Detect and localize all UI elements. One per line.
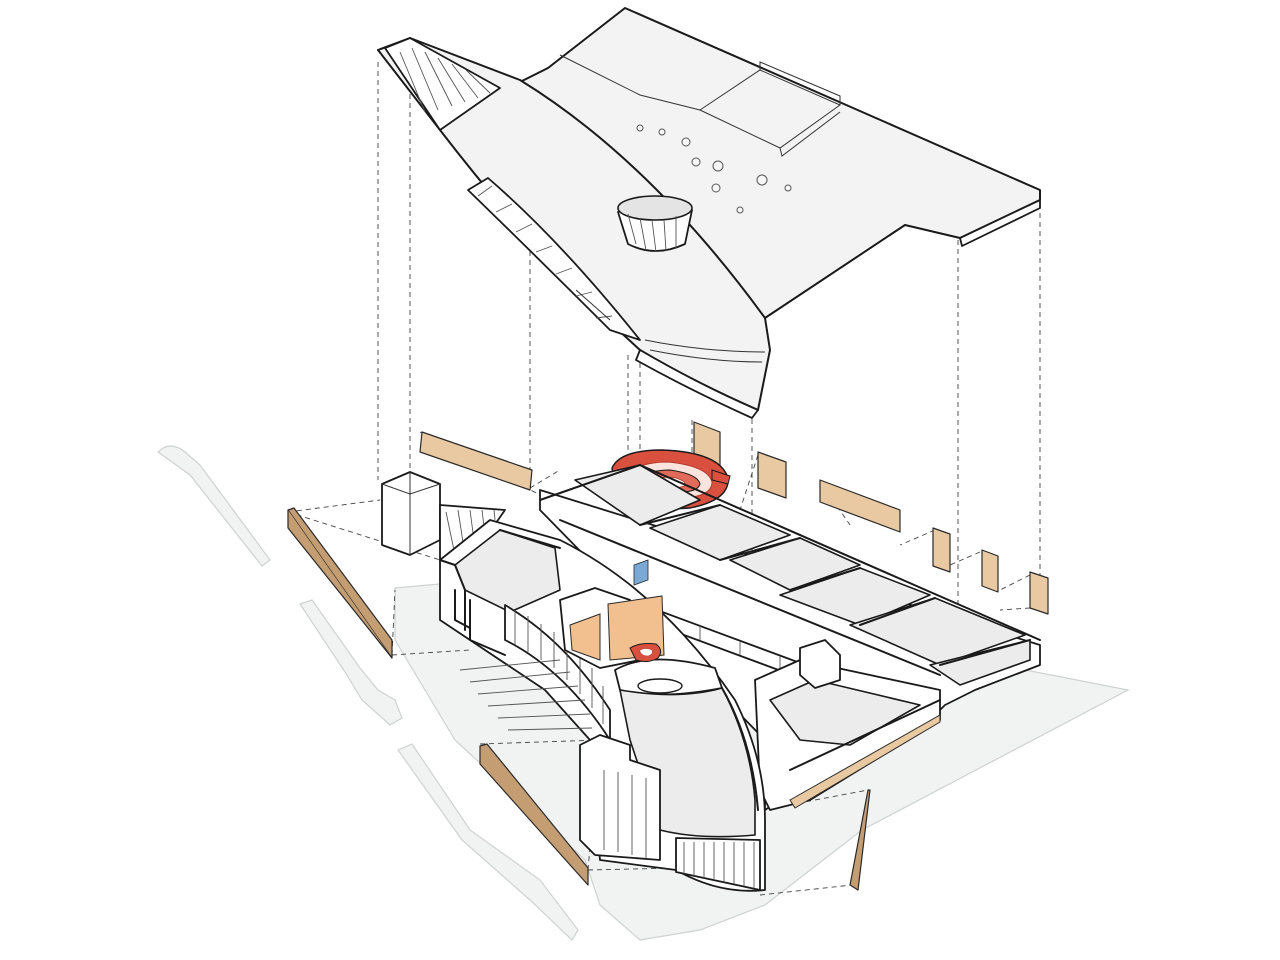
- main-building: [439, 464, 1041, 892]
- timber-panels-lower: [287, 507, 871, 891]
- panel-west-long: [287, 507, 393, 659]
- room-1: [574, 464, 701, 526]
- panel-g: [1029, 571, 1049, 615]
- roof-sail-edge: [635, 349, 759, 419]
- blue-glass: [633, 559, 649, 586]
- timber-bench: [789, 714, 941, 809]
- timber-panels-upper: [419, 421, 1049, 615]
- site-path-right: [397, 743, 579, 941]
- panel-e: [932, 527, 951, 573]
- plaza-stripes: [459, 659, 593, 731]
- southwest-block: [579, 734, 661, 861]
- roof-flat-slab-edge: [959, 199, 1041, 247]
- panel-f: [981, 549, 999, 593]
- south-glazed-facade: [675, 837, 761, 891]
- orange-wall-panel: [569, 613, 601, 661]
- site-path-left: [157, 445, 271, 567]
- room-2: [649, 504, 791, 561]
- panel-d: [819, 479, 901, 533]
- skylight-drum: [617, 195, 693, 253]
- spiral-stair-inplace: [629, 643, 662, 663]
- panel-c: [757, 451, 787, 499]
- roof-ribbon: [384, 37, 501, 131]
- roof-glazed-arc: [467, 177, 641, 341]
- panel-a: [419, 431, 533, 491]
- roof-canopy: [377, 7, 1041, 419]
- roof-lights: [636, 124, 792, 214]
- room-5: [849, 597, 1026, 666]
- atrium-well: [614, 658, 723, 696]
- site-path-middle: [299, 599, 403, 726]
- panel-south-long: [479, 743, 589, 886]
- panel-east-fin: [849, 789, 871, 891]
